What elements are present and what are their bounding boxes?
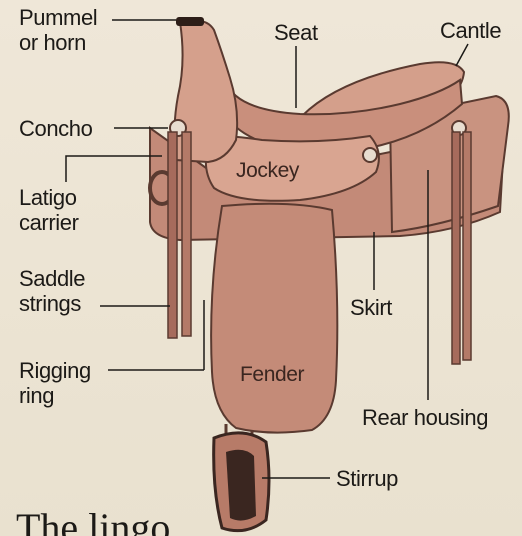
label-fender: Fender xyxy=(240,362,304,387)
rear-string-left xyxy=(452,132,460,364)
front-string-left xyxy=(168,132,177,338)
label-seat: Seat xyxy=(274,20,318,45)
jockey-concho-shape xyxy=(363,148,377,162)
label-latigo-carrier: Latigo carrier xyxy=(19,185,79,235)
label-latigo-line2: carrier xyxy=(19,210,79,235)
label-jockey: Jockey xyxy=(236,158,299,183)
label-rigging-line2: ring xyxy=(19,383,91,408)
stirrup-inner xyxy=(226,450,256,521)
label-pummel-line1: Pummel xyxy=(19,5,97,30)
label-stirrup: Stirrup xyxy=(336,466,398,491)
label-rigging-line1: Rigging xyxy=(19,358,91,383)
label-rigging-ring: Rigging ring xyxy=(19,358,91,408)
label-concho: Concho xyxy=(19,116,92,141)
fender-shape xyxy=(211,204,337,433)
label-strings-line2: strings xyxy=(19,291,85,316)
label-rear-housing: Rear housing xyxy=(362,405,488,430)
leader-latigo xyxy=(66,156,162,182)
horn-cap xyxy=(176,17,204,26)
label-latigo-line1: Latigo xyxy=(19,185,79,210)
label-cantle: Cantle xyxy=(440,18,501,43)
label-pummel: Pummel or horn xyxy=(19,5,97,55)
front-string-right xyxy=(182,132,191,336)
rear-string-right xyxy=(463,132,471,360)
label-pummel-line2: or horn xyxy=(19,30,97,55)
label-skirt: Skirt xyxy=(350,295,392,320)
leader-cantle xyxy=(456,44,468,66)
label-saddle-strings: Saddle strings xyxy=(19,266,85,316)
caption: The lingo xyxy=(16,505,170,536)
label-strings-line1: Saddle xyxy=(19,266,85,291)
